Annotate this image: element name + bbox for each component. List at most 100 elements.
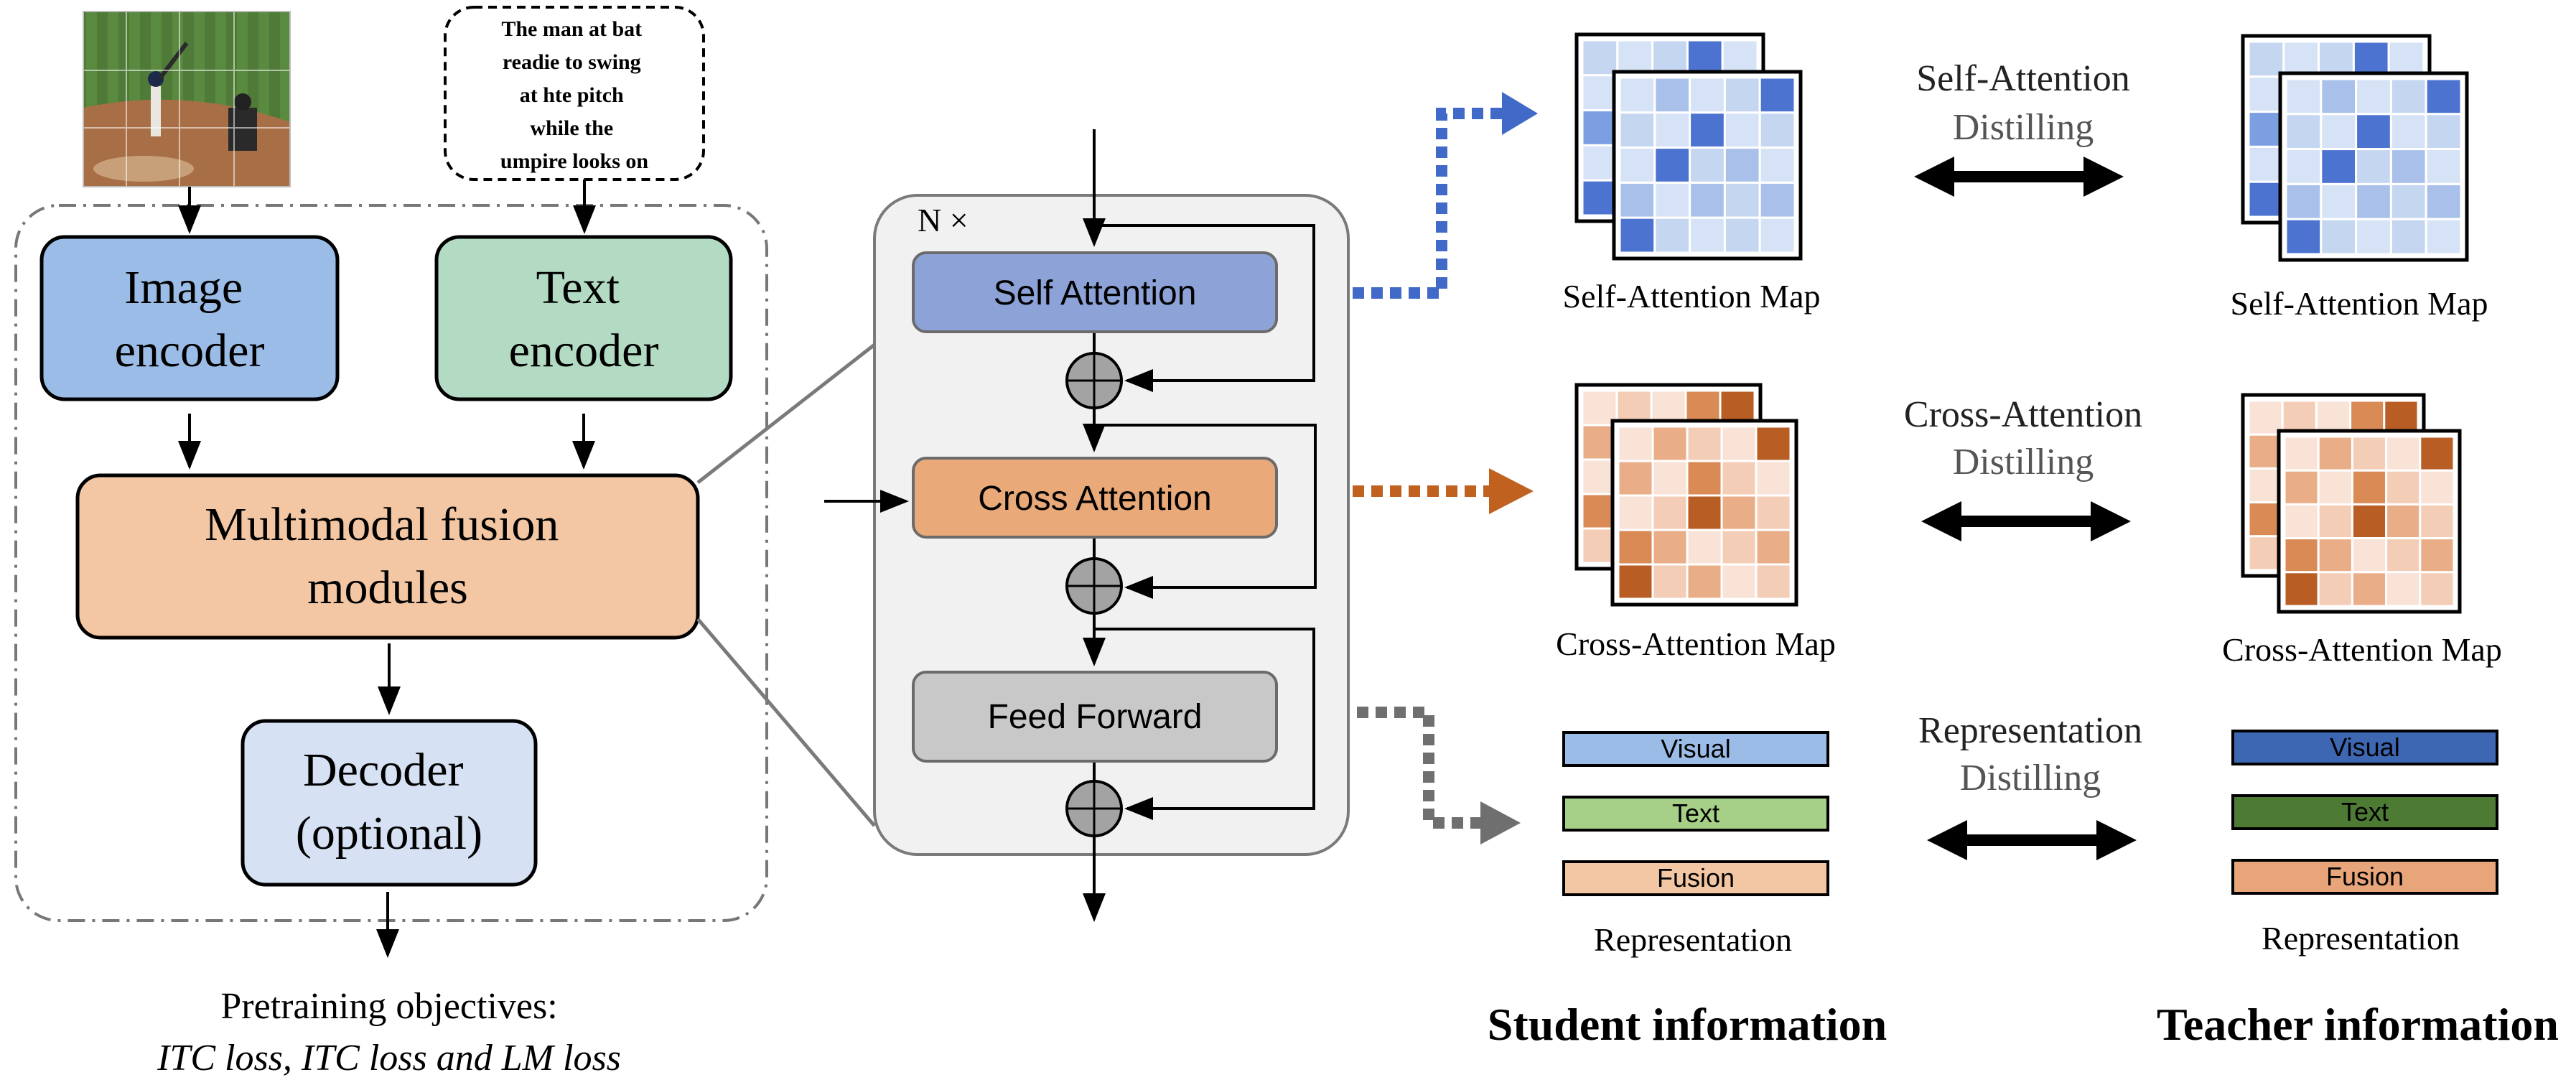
attention-map-cell: [1651, 529, 1689, 566]
attention-map-cell: [1755, 563, 1792, 600]
student-fusion-label: Fusion: [1657, 863, 1735, 893]
attention-map-cell: [1653, 216, 1691, 254]
attention-map-cell: [2247, 40, 2285, 78]
attention-map-cell: [2317, 571, 2353, 608]
attention-map-cell: [1686, 39, 1724, 77]
student-self-map-label: Self-Attention Map: [1563, 278, 1821, 315]
attention-map-cell: [2425, 182, 2463, 220]
self-attention-connector-head: [1502, 92, 1538, 135]
teacher-visual-bar: [2231, 730, 2498, 765]
attention-map-cell: [2283, 435, 2320, 472]
attention-map-cell: [2285, 78, 2323, 116]
attention-map-cell: [1653, 181, 1691, 219]
attention-map-cell: [1689, 111, 1726, 149]
attention-map-cell: [1721, 39, 1759, 77]
add-node-icon: [1065, 780, 1123, 837]
attention-map-cell: [1616, 39, 1654, 77]
attention-map-cell: [1686, 529, 1723, 566]
attention-map-cell: [1617, 529, 1654, 566]
attention-map-cell: [2425, 78, 2463, 116]
zoom-line-bottom: [696, 618, 876, 827]
student-visual-bar: [1562, 731, 1829, 767]
attention-map-cell: [1758, 216, 1796, 254]
teacher-title: Teacher information: [2157, 999, 2559, 1050]
attention-map-cell: [1723, 181, 1761, 219]
attention-map-cell: [1720, 494, 1758, 531]
attention-map-cell: [1618, 76, 1656, 114]
teacher-text-label: Text: [2341, 797, 2389, 827]
attention-map-cell: [2317, 503, 2353, 540]
self-distill-subtitle: Distilling: [1953, 107, 2094, 148]
attention-map-cell: [1617, 563, 1654, 600]
attention-map-cell: [2283, 571, 2320, 608]
attention-map-cell: [1758, 111, 1796, 149]
attention-map-cell: [2355, 148, 2392, 185]
residual-2: [1094, 424, 1317, 599]
attention-map-cell: [1720, 529, 1758, 566]
attention-map-cell: [2247, 145, 2285, 183]
student-fusion-bar: [1562, 860, 1829, 896]
self-distill-arrow: [1914, 157, 2124, 197]
teacher-representation-label: Representation: [2262, 920, 2460, 956]
attention-map-cell: [2282, 40, 2320, 78]
attention-map-cell: [2318, 40, 2355, 78]
attention-map-cell: [2389, 182, 2427, 220]
repeat-label: N ×: [918, 202, 969, 238]
attention-map-cell: [2283, 469, 2320, 506]
attention-map-cell: [2383, 399, 2419, 436]
attention-map-cell: [2419, 571, 2455, 608]
teacher-fusion-bar: [2231, 859, 2498, 895]
attention-map-cell: [2385, 503, 2422, 540]
attention-map-cell: [1723, 111, 1761, 149]
student-title: Student information: [1488, 999, 1887, 1050]
attention-map-cell: [2352, 40, 2390, 78]
attention-map-cell: [1755, 529, 1792, 566]
attention-map-cell: [2355, 78, 2392, 116]
decoder-box: [241, 719, 538, 887]
feed-forward-label: Feed Forward: [988, 698, 1203, 736]
attention-map-cell: [2247, 467, 2284, 504]
repr-distill-subtitle: Distilling: [1960, 758, 2101, 799]
attention-map-cell: [2385, 537, 2422, 574]
residual-1: [1094, 224, 1315, 392]
attention-map-cell: [1720, 563, 1758, 600]
attention-map-cell: [1618, 111, 1656, 149]
model-container: [14, 204, 768, 922]
teacher-cross-map-label: Cross-Attention Map: [2222, 631, 2502, 668]
attention-map-cell: [2320, 182, 2358, 220]
attention-map-cell: [2285, 148, 2323, 185]
attention-map-cell: [2419, 537, 2455, 574]
fusion-label: Multimodal fusion modules: [205, 498, 571, 614]
attention-map-cell: [1581, 74, 1619, 112]
attention-map-cell: [1581, 179, 1619, 217]
baseball-photo: [83, 11, 291, 187]
attention-map-cell: [2247, 180, 2285, 218]
attention-map-cell: [1755, 494, 1792, 531]
cross-attention-connector-head: [1489, 468, 1534, 514]
attention-map-cell: [2385, 435, 2422, 472]
student-self-map-front: [1612, 70, 1803, 261]
attention-map-cell: [2320, 113, 2358, 151]
attention-map-cell: [1686, 425, 1723, 462]
attention-map-cell: [1651, 39, 1689, 77]
attention-map-cell: [1651, 425, 1689, 462]
teacher-self-map-label: Self-Attention Map: [2231, 285, 2488, 322]
attention-map-cell: [2247, 75, 2285, 113]
student-cross-map-front: [1610, 419, 1798, 607]
attention-map-cell: [2320, 218, 2358, 256]
attention-map-cell: [2283, 537, 2320, 574]
attention-map-cell: [2389, 148, 2427, 185]
attention-map-cell: [2285, 182, 2323, 220]
attention-map-cell: [2351, 571, 2388, 608]
attention-map-cell: [2247, 501, 2284, 538]
attention-map-cell: [1581, 144, 1619, 182]
representation-connector: [1357, 707, 1485, 829]
cross-distill-arrow: [1921, 501, 2131, 541]
cross-attention-box: [912, 457, 1278, 539]
attention-map-cell: [2385, 469, 2422, 506]
attention-map-cell: [2351, 469, 2388, 506]
attention-map-cell: [1651, 494, 1689, 531]
attention-map-cell: [1653, 111, 1691, 149]
attention-map-cell: [2389, 78, 2427, 116]
